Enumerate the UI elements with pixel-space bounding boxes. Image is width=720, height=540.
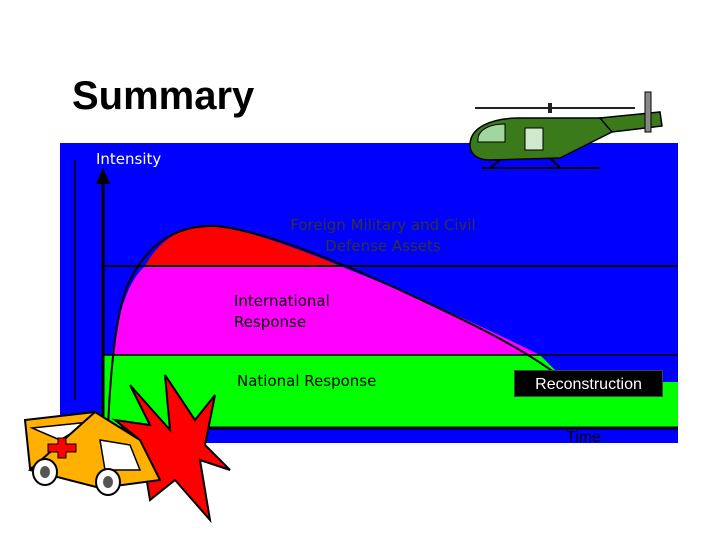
reconstruction-label: Reconstruction [514, 370, 663, 397]
x-axis-label: Time [566, 429, 601, 446]
band-label-national-response: National Response [237, 372, 377, 390]
explosion-icon [107, 374, 231, 524]
y-axis-label: Intensity [96, 150, 162, 168]
y-axis-arrowhead [96, 168, 110, 184]
response-curve [107, 224, 568, 429]
slide-title: Summary [72, 74, 255, 118]
band-international-response [112, 266, 540, 355]
band-label-foreign-military: Foreign Military and Civil Defense Asset… [290, 216, 476, 255]
helicopter-icon [469, 91, 663, 169]
band-label-international-response: International Response [234, 292, 330, 331]
ambulance-icon [23, 410, 162, 496]
band-foreign-military [145, 225, 340, 266]
